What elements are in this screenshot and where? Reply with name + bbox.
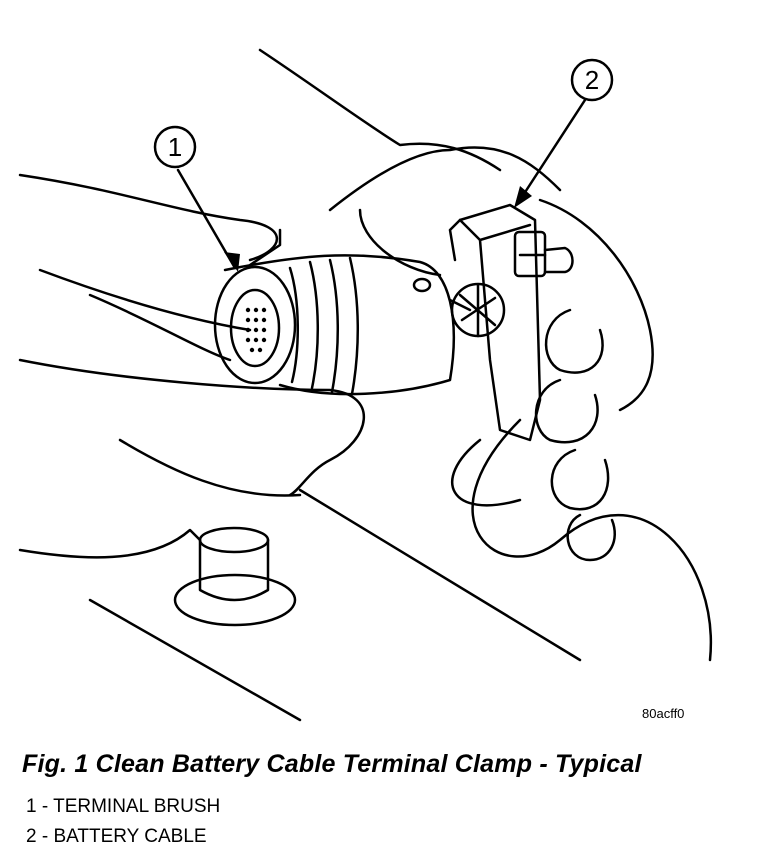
battery-cable-wire [471, 418, 713, 662]
right-hand [258, 48, 654, 562]
callout-1-number: 1 [168, 132, 182, 162]
callout-1: 1 [153, 125, 197, 169]
callout-2: 2 [570, 58, 614, 102]
battery-edge-line [298, 488, 582, 662]
left-hand [18, 173, 365, 559]
brush-bristles [245, 307, 267, 353]
battery-post [173, 526, 297, 627]
callout-2-number: 2 [585, 65, 599, 95]
figure-caption: Fig. 1 Clean Battery Cable Terminal Clam… [22, 750, 642, 778]
legend-item-terminal-brush: 1 - TERMINAL BRUSH [26, 796, 221, 817]
callout-1-arrowhead [224, 252, 240, 272]
callout-2-leader [518, 98, 587, 202]
legend-item-battery-cable: 2 - BATTERY CABLE [26, 826, 207, 847]
terminal-brush [213, 254, 506, 396]
figure-code: 80acff0 [642, 706, 685, 721]
callout-1-leader [176, 168, 237, 270]
battery-cable-clamp [448, 203, 574, 442]
battery-edge-line [88, 598, 302, 722]
cable-strand [451, 438, 522, 507]
terminal-clamp-illustration: 1 2 [18, 48, 713, 722]
callout-2-arrowhead [514, 186, 532, 208]
